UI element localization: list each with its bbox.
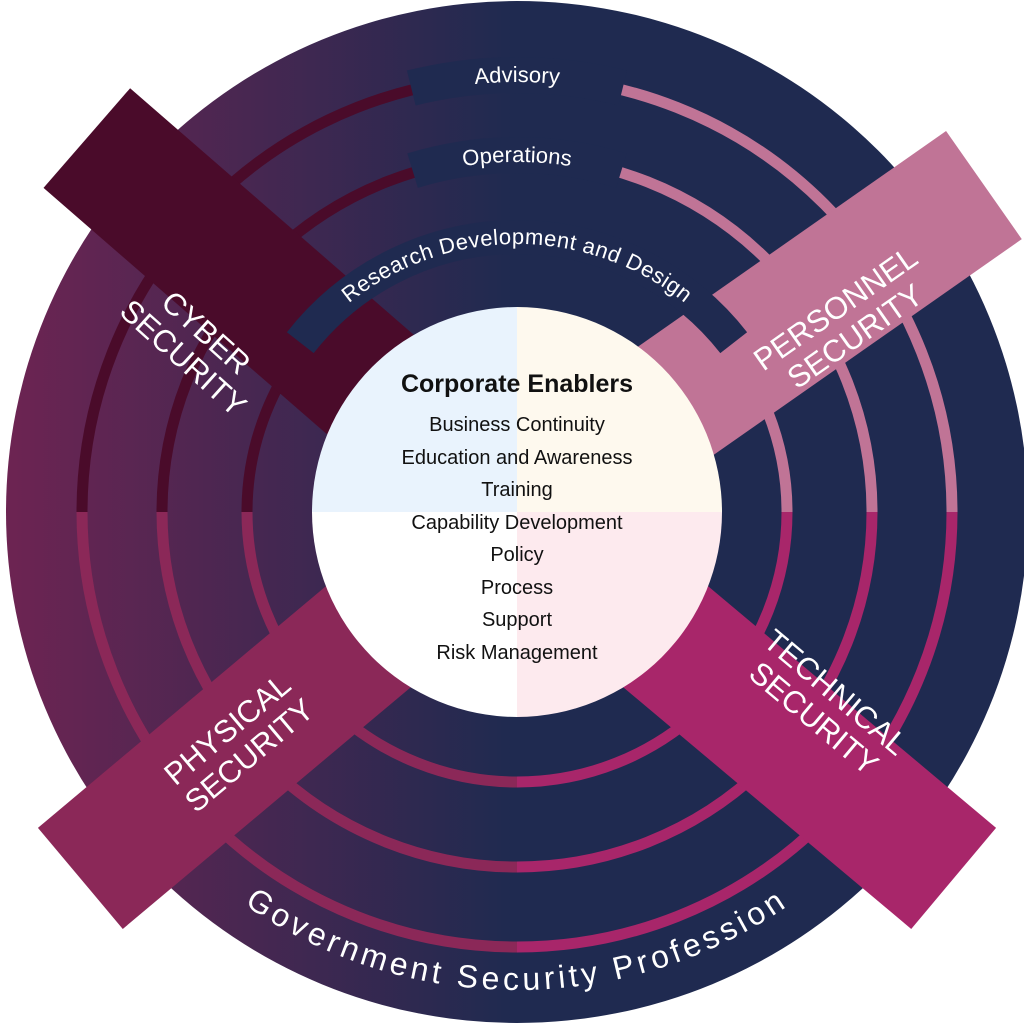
enabler-item: Process (480, 576, 554, 599)
inner-circle (312, 307, 722, 717)
banner-personnel (602, 130, 1022, 481)
ring-label-backgrounds (286, 57, 748, 354)
inner-quadrant-br (517, 512, 722, 717)
ring-label-operations: Operations (461, 142, 574, 171)
banner-physical (37, 557, 445, 929)
enabler-item: Risk Management (436, 641, 598, 664)
research-label-bg (286, 220, 748, 354)
enabler-item: Support (481, 609, 553, 631)
inner-quadrant-tl (312, 307, 517, 512)
enabler-item: Policy (490, 544, 544, 566)
ring-label-advisory: Advisory (473, 62, 561, 89)
enabler-item: Business Continuity (429, 414, 605, 436)
operations-label-bg (407, 137, 627, 188)
banner-cyber (43, 88, 448, 464)
corporate-enablers: Corporate Enablers Business Continuity E… (312, 370, 722, 669)
enabler-item: Education and Awareness (401, 446, 633, 469)
enabler-item: Capability Development (411, 511, 623, 534)
inner-quadrant-bl (312, 512, 517, 717)
corporate-enablers-title: Corporate Enablers (400, 370, 633, 398)
banner-technical (589, 557, 997, 929)
inner-quadrant-tr (517, 307, 722, 512)
advisory-label-bg (406, 57, 628, 106)
banners (37, 88, 1022, 929)
enabler-item: Training (481, 479, 553, 501)
